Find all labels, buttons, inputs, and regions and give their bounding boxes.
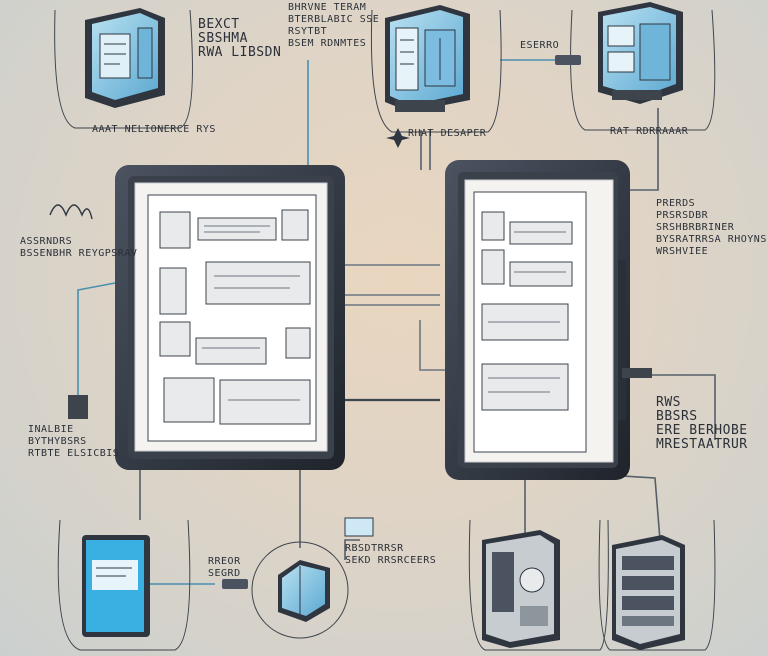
top-left-label: BEXCT SBSHMA RWA LIBSDN bbox=[198, 18, 281, 60]
server-stack-icon bbox=[598, 2, 683, 104]
right-mid-label: PRERDS PRSRSDBR SRSHBRBRINER BYSRATRRSA … bbox=[656, 198, 767, 258]
server-tower-icon bbox=[85, 8, 165, 108]
top-center-label: BHRVNE TERAM BTERBLABIC SSE RSYTBT BSEM … bbox=[288, 2, 379, 50]
enclosure-outlines bbox=[54, 9, 716, 651]
label-line: SRSHBRBRINER bbox=[656, 222, 735, 233]
label-line: BTERBLABIC SSE bbox=[288, 14, 380, 25]
spark-icon bbox=[386, 128, 410, 148]
label-line: RWA LIBSDN bbox=[198, 45, 282, 60]
server-rack-icon bbox=[612, 535, 685, 650]
tablet-icon bbox=[82, 535, 150, 637]
label-line: RREOR bbox=[208, 556, 241, 567]
label-line: RWS bbox=[656, 395, 681, 410]
connector-icon bbox=[555, 55, 581, 65]
label-line: PRERDS bbox=[656, 198, 696, 209]
right-lower-label: RWS BBSRS ERE BERHOBE MRESTAATRUR bbox=[656, 396, 748, 452]
left-lower-label: INALBIE BYTHYBSRS RTBTE ELSICBIS bbox=[28, 424, 119, 460]
label-line: PRSRSDBR bbox=[656, 210, 709, 221]
label-line: RAT RDRRAAAR bbox=[610, 126, 689, 137]
label-line: RHAT DESAPER bbox=[408, 128, 487, 139]
label-line: MRESTAATRUR bbox=[656, 437, 748, 452]
label-line: ASSRNDRS bbox=[20, 236, 73, 247]
plug-icon bbox=[622, 368, 652, 378]
tablet-icon bbox=[115, 165, 345, 470]
badge-icon bbox=[344, 517, 374, 537]
plug-icon bbox=[68, 395, 88, 419]
label-line: BEXCT bbox=[198, 17, 240, 32]
label-line: BBSRS bbox=[656, 409, 698, 424]
router-box-icon bbox=[278, 560, 330, 622]
computer-case-icon bbox=[385, 5, 470, 112]
bottom-left-label: RREOR SEGRD bbox=[208, 556, 241, 580]
label-line: BSSENBHR REYGPSRAV bbox=[20, 248, 138, 259]
label-line: BYSRATRRSA RHOYNS bbox=[656, 234, 767, 245]
bottom-center-label: RBSDTRRSR SEKD RRSRCEERS bbox=[345, 543, 436, 567]
label-line: BSEM RDNMTES bbox=[288, 38, 367, 49]
label-line: SBSHMA bbox=[198, 31, 248, 46]
label-line: AAAT NELIONERCE RYS bbox=[92, 124, 216, 135]
top-left-caption: AAAT NELIONERCE RYS bbox=[92, 124, 216, 136]
label-line: ERE BERHOBE bbox=[656, 423, 748, 438]
label-line: RSYTBT bbox=[288, 26, 328, 37]
label-line: SEGRD bbox=[208, 568, 241, 579]
connector-icon bbox=[222, 579, 248, 589]
label-line: RTBTE ELSICBIS bbox=[28, 448, 120, 459]
label-line: SEKD RRSRCEERS bbox=[345, 555, 437, 566]
cables bbox=[77, 59, 716, 585]
tablet-icon bbox=[445, 160, 630, 480]
top-right-caption: RAT RDRRAAAR bbox=[610, 126, 688, 138]
top-right-small-label: ESERRO bbox=[520, 40, 559, 52]
label-line: BHRVNE TERAM bbox=[288, 2, 367, 13]
label-line: RBSDTRRSR bbox=[345, 543, 404, 554]
label-line: BYTHYBSRS bbox=[28, 436, 87, 447]
desktop-pc-icon bbox=[482, 530, 560, 648]
scribble-icon bbox=[49, 204, 93, 220]
left-mid-label: ASSRNDRS BSSENBHR REYGPSRAV bbox=[20, 236, 137, 260]
label-line: ESERRO bbox=[520, 40, 560, 51]
top-center-caption: RHAT DESAPER bbox=[408, 128, 486, 140]
label-line: WRSHVIEE bbox=[656, 246, 709, 257]
label-line: INALBIE bbox=[28, 424, 74, 435]
